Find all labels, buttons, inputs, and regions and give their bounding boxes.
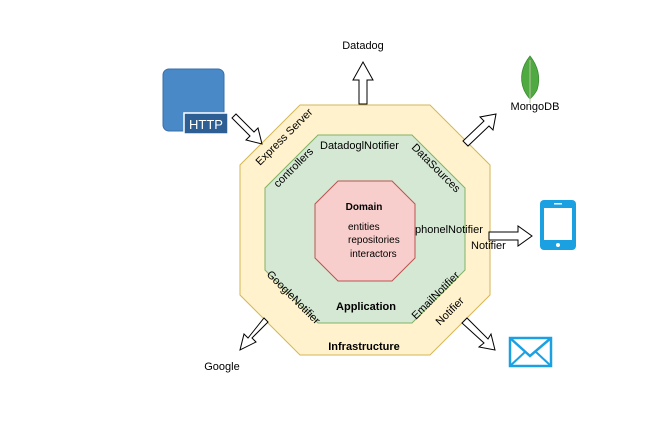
mobile-phone-icon: [540, 200, 576, 250]
http-server-icon: HTTP: [162, 68, 229, 135]
http-icon-label: HTTP: [189, 117, 223, 132]
domain-layer: [314, 180, 416, 282]
domain-item-interactors: interactors: [350, 249, 397, 260]
arrow-http-in: [231, 113, 263, 145]
arrow-phone: [488, 225, 533, 247]
notifier-phone-label: Notifier: [471, 240, 506, 252]
mongodb-leaf-icon: [521, 55, 540, 103]
arrow-mongodb: [462, 113, 497, 147]
domain-title: Domain: [346, 202, 383, 213]
datadog-label: Datadog: [342, 40, 384, 52]
arrow-email: [461, 317, 496, 351]
datadog-notifier-label: DatadoglNotifier: [320, 140, 399, 152]
application-title: Application: [336, 301, 396, 313]
phone-notifier-label: phonelNotifier: [415, 224, 483, 236]
arrow-datadog: [352, 60, 374, 105]
infrastructure-title: Infrastructure: [328, 341, 400, 353]
mongodb-label: MongoDB: [511, 101, 560, 113]
domain-item-repositories: repositories: [348, 235, 400, 246]
arrow-google: [239, 317, 269, 351]
domain-item-entities: entities: [348, 222, 380, 233]
envelope-icon: [508, 336, 553, 368]
google-label: Google: [204, 361, 239, 373]
